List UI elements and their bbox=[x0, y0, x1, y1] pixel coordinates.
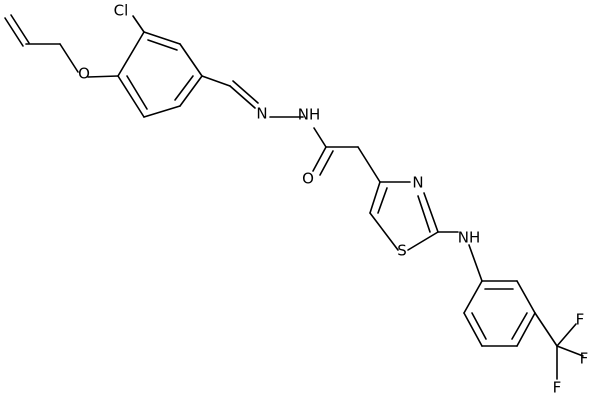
fluorine-right-label: F bbox=[580, 350, 589, 368]
thiazole-nitrogen-label: N bbox=[412, 174, 423, 192]
fluorine-bottom-label: F bbox=[553, 379, 562, 397]
amine-nh-label: NH bbox=[458, 229, 481, 247]
bond-lines bbox=[4, 14, 584, 380]
hydrazide-nh-label: NH bbox=[298, 106, 321, 124]
carbonyl-oxygen-label: O bbox=[302, 170, 314, 188]
fluorine-top-label: F bbox=[576, 311, 585, 329]
imine-nitrogen-label: N bbox=[256, 105, 267, 123]
atom-labels: Cl O N NH O N S NH F F F bbox=[78, 2, 588, 397]
chlorine-label: Cl bbox=[114, 2, 129, 20]
ether-oxygen-label: O bbox=[78, 65, 90, 83]
thiazole-sulfur-label: S bbox=[397, 242, 407, 260]
